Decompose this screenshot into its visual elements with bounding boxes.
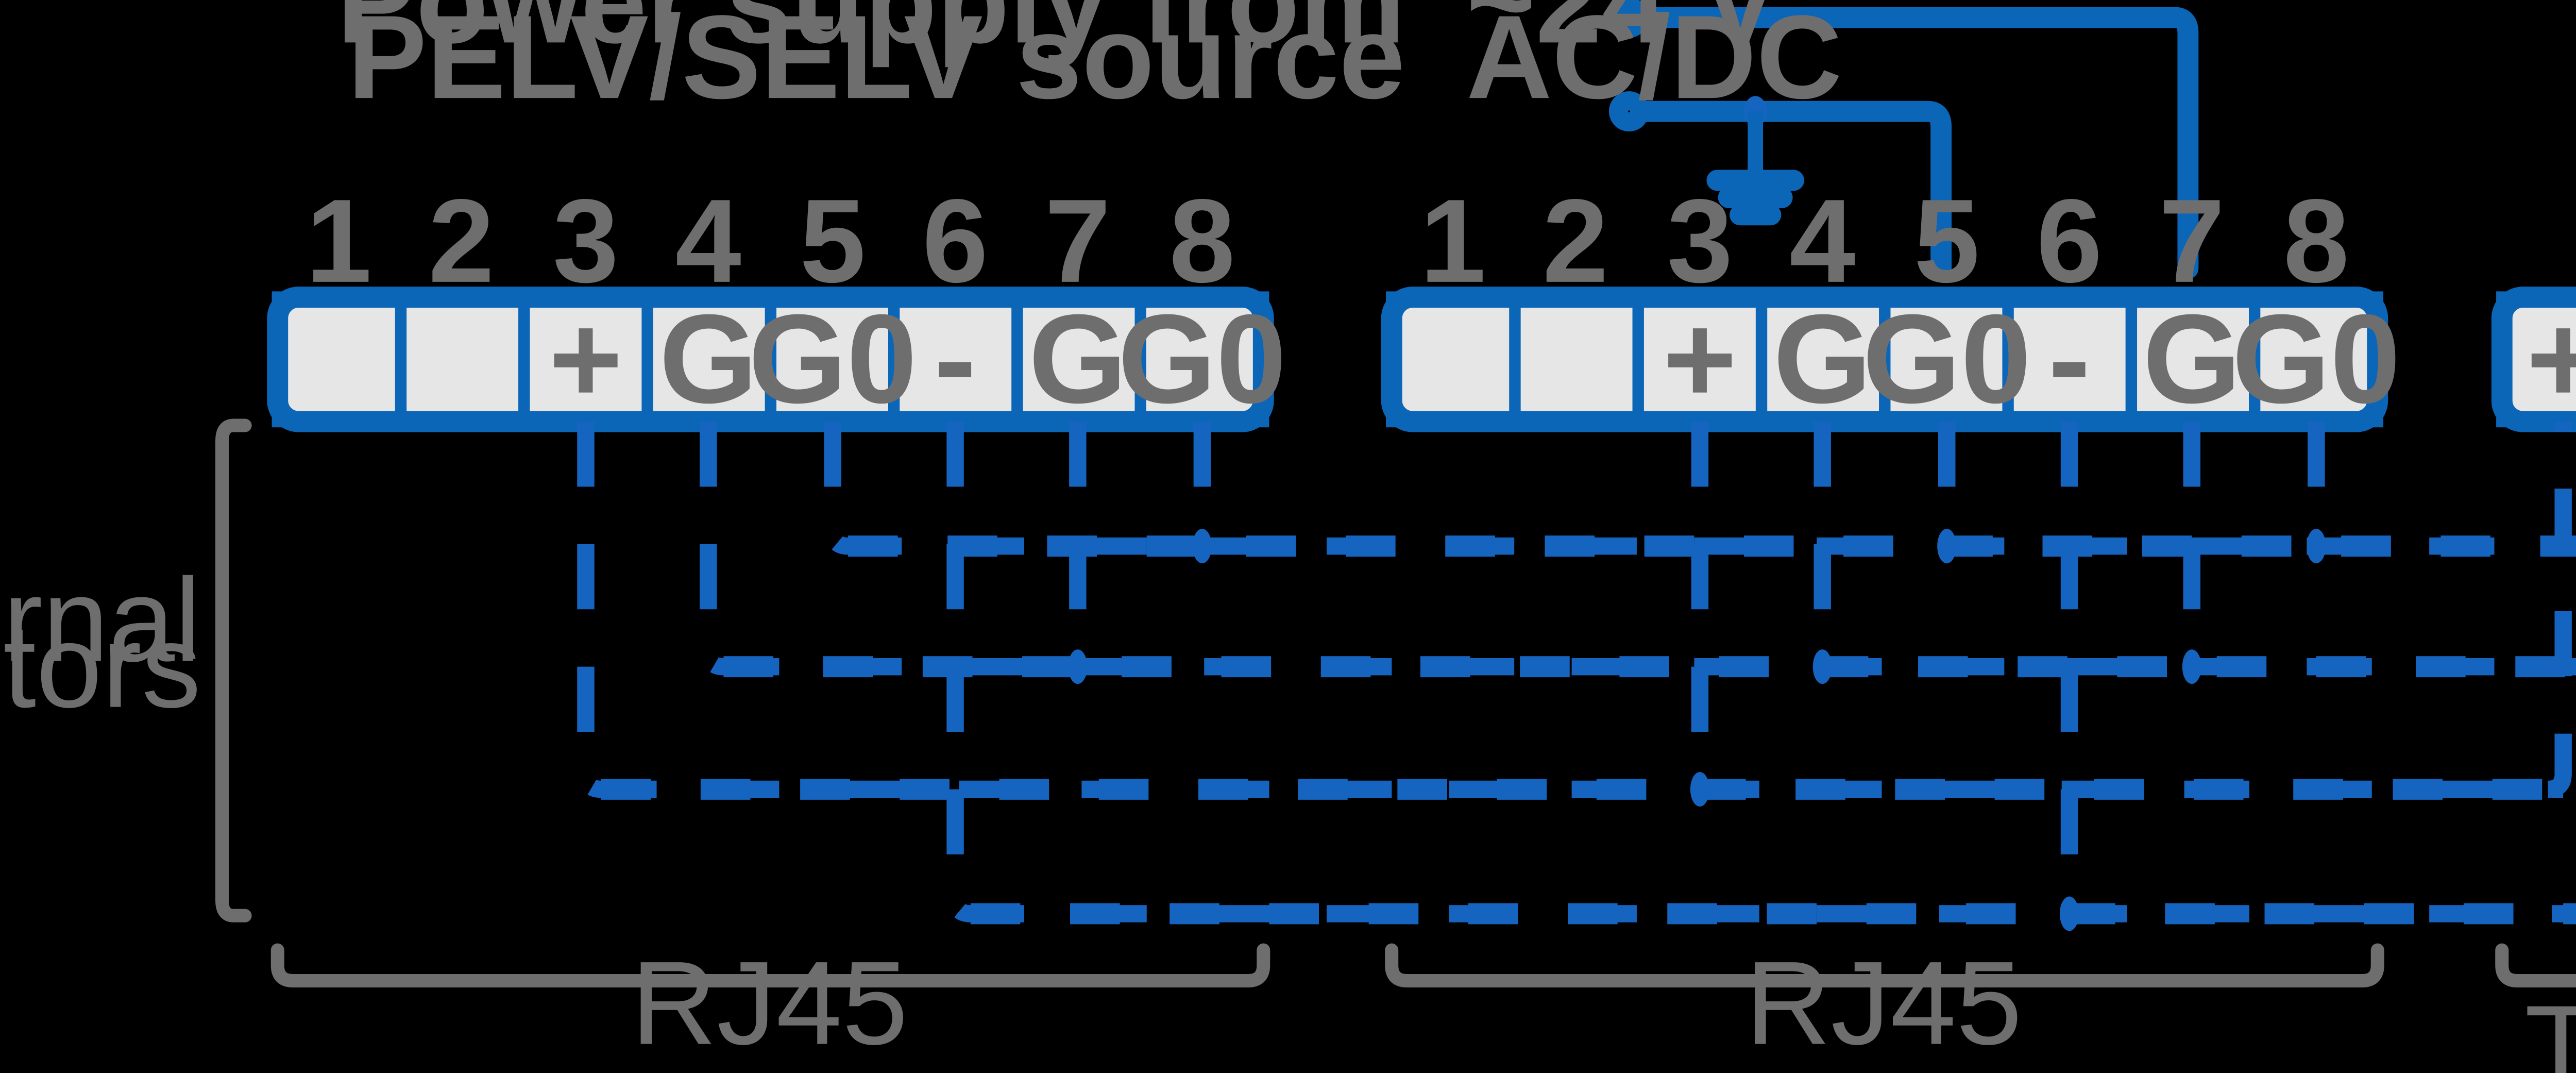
- pin-number-1-6: 6: [922, 174, 988, 307]
- pin-label-1-6: -: [934, 288, 976, 429]
- wire-plus-screw-terminal: [2547, 422, 2572, 798]
- bracket-rj45-1: [270, 943, 1270, 988]
- pin-label-2-5: G0: [1862, 288, 2031, 429]
- pin-number-2-8: 8: [2283, 174, 2349, 307]
- pin-number-2-5: 5: [1914, 174, 1980, 307]
- connector-outline-screw-terminal: [2491, 287, 2576, 432]
- wire-minus-from-rj45-1-pin6: [946, 422, 2576, 923]
- pin-label-1-4: G: [659, 288, 757, 429]
- internal-connectors-label-line2: Connectors: [0, 599, 201, 732]
- pin-label-2-8: G0: [2232, 288, 2400, 429]
- pin-number-2-4: 4: [1789, 174, 1855, 307]
- earth-ground-icon: [1706, 111, 1804, 226]
- group-label-rj45-2: RJ45: [1745, 936, 2022, 1069]
- supply-source-line1: Power supply from: [337, 0, 1405, 68]
- connector-outline-rj45-1: [267, 287, 1274, 432]
- connector-screw-terminal[interactable]: + - G0 G: [2491, 287, 2576, 432]
- junction-dot-g-a: [1068, 649, 1088, 684]
- supply-source-line2: PELV/SELV source: [348, 0, 1405, 123]
- pin-cell-1-1[interactable]: [272, 291, 407, 428]
- pin-number-1-3: 3: [553, 174, 619, 307]
- pin-label-1-5: G0: [749, 288, 917, 429]
- group-bracket-rj45-2: RJ45: [1385, 936, 2384, 1069]
- group-bracket-rj45-1: RJ45: [270, 936, 1270, 1069]
- internal-connectors-bracket: [215, 418, 252, 923]
- pin-label-2-4: G: [1773, 288, 1872, 429]
- pin-label-2-7: G: [2143, 288, 2241, 429]
- connector-rj45-1[interactable]: 1 2 3 4 5 6 7 8 + G G0 - G G0: [267, 174, 1286, 432]
- supply-rating-line1: ~24 V: [1466, 0, 1780, 68]
- bracket-screw-terminal: [2495, 943, 2576, 988]
- pin-number-1-2: 2: [428, 174, 494, 307]
- pin-label-1-3: +: [549, 288, 622, 429]
- group-bracket-screw-terminal: Screw Terminal: [2495, 943, 2576, 1073]
- pin-cell-2-2[interactable]: [1509, 291, 1644, 428]
- internal-wiring-net: [577, 422, 2576, 931]
- pin-number-2-6: 6: [2036, 174, 2102, 307]
- junction-dot-g-b: [1812, 649, 1832, 684]
- junction-dot-plus-a: [1690, 772, 1709, 807]
- junction-dot-minus-a: [2059, 896, 2079, 931]
- internal-connectors-group: Internal Connectors: [0, 418, 252, 923]
- pin-number-2-3: 3: [1667, 174, 1733, 307]
- supply-rating-line2: AC/DC: [1466, 0, 1842, 123]
- connector-rj45-2[interactable]: 1 2 3 4 5 6 7 8 + G G0 - G G0: [1381, 174, 2400, 432]
- junction-dot-g0-b: [1937, 529, 1957, 564]
- connector-outline-rj45-2: [1381, 287, 2388, 432]
- internal-connectors-label-line1: Internal: [0, 554, 201, 686]
- junction-dot-g0-c: [2307, 529, 2326, 564]
- group-label-screw-terminal-line2: Terminal: [2524, 980, 2576, 1073]
- pin-number-2-1: 1: [1420, 174, 1486, 307]
- wire-plus-from-rj45-1-pin3: [577, 422, 2564, 798]
- pin-label-2-3: +: [1663, 288, 1737, 429]
- pin-label-1-8: G0: [1118, 288, 1286, 429]
- pin-cell-1-2[interactable]: [395, 291, 530, 428]
- pin-number-1-1: 1: [306, 174, 372, 307]
- pin-number-1-8: 8: [1169, 174, 1235, 307]
- junction-dot-g-c: [2182, 649, 2201, 684]
- pin-number-2-2: 2: [1543, 174, 1608, 307]
- pin-number-1-5: 5: [800, 174, 866, 307]
- wire-g-from-rj45-1-pin4: [700, 422, 2576, 676]
- supply-wire-positive: [1630, 7, 2199, 279]
- wire-g0-from-rj45-1-pin5: [824, 422, 2576, 555]
- supply-wire-ground: [1630, 100, 1952, 279]
- junction-dot-g0-a: [1192, 529, 1212, 564]
- power-supply-group: Power supply from PELV/SELV source ~24 V…: [337, 0, 2199, 279]
- pin-label-3-1: +: [2527, 288, 2576, 429]
- group-label-rj45-1: RJ45: [631, 936, 908, 1069]
- pin-number-1-7: 7: [1045, 174, 1111, 307]
- pin-label-1-7: G: [1028, 288, 1127, 429]
- bracket-rj45-2: [1385, 943, 2384, 988]
- pin-cell-2-1[interactable]: [1386, 291, 1521, 428]
- pin-number-2-7: 7: [2159, 174, 2225, 307]
- pin-number-1-4: 4: [675, 174, 741, 307]
- pin-label-2-6: -: [2048, 288, 2091, 429]
